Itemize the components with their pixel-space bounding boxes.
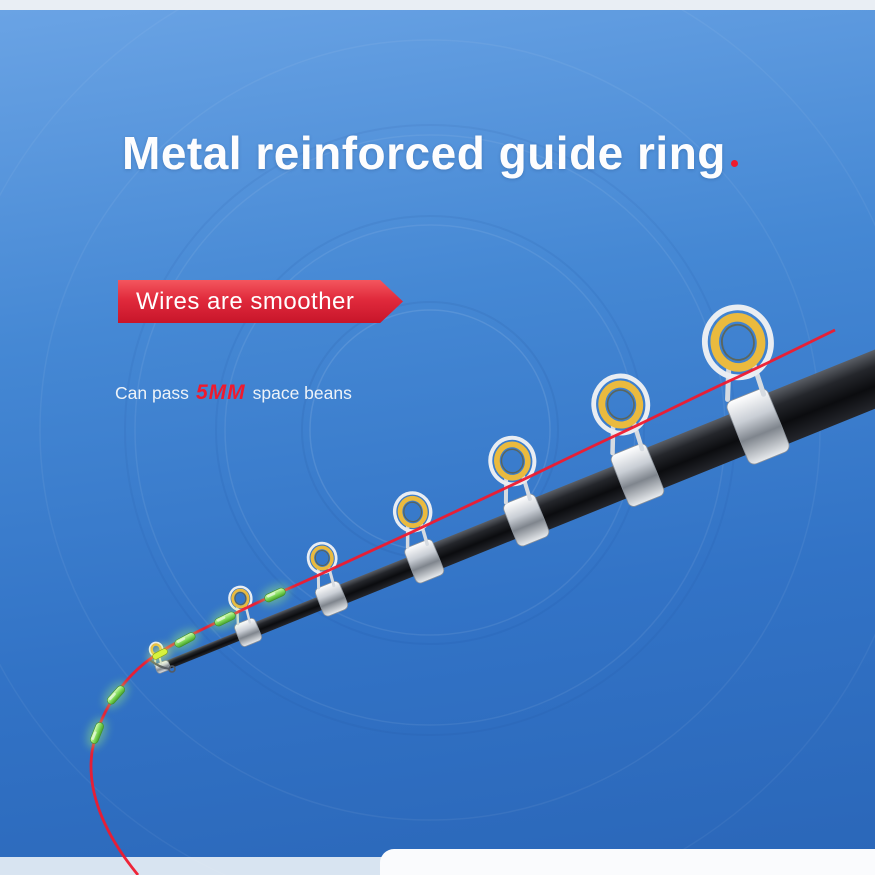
caption-prefix: Can pass — [115, 383, 189, 403]
space-beads — [86, 584, 290, 749]
page-title: Metal reinforced guide ring — [122, 126, 738, 180]
rod-sections — [159, 346, 875, 672]
feature-banner: Wires are smoother — [118, 280, 403, 323]
title-accent-dot — [730, 160, 738, 167]
caption-suffix: space beans — [252, 383, 352, 403]
caption-line: Can pass 5MM space beans — [115, 381, 352, 405]
bottom-card-edge — [380, 849, 875, 875]
fishing-rod — [148, 304, 875, 674]
title-text: Metal reinforced guide ring — [122, 127, 726, 179]
guide-ring — [591, 373, 651, 456]
guide-ring — [701, 304, 774, 402]
space-bead-icon — [260, 584, 290, 606]
space-bead-icon — [86, 717, 108, 749]
space-bead-icon — [103, 681, 129, 709]
space-bead-icon — [170, 629, 200, 651]
fishing-line — [89, 328, 836, 875]
space-bead-icon — [210, 608, 240, 630]
rod-collars — [154, 388, 790, 674]
banner-label: Wires are smoother — [136, 287, 355, 315]
space-bead-icon — [147, 644, 173, 664]
caption-highlight: 5MM — [195, 381, 246, 404]
guide-ring — [392, 491, 433, 549]
top-edge-strip — [0, 0, 875, 10]
